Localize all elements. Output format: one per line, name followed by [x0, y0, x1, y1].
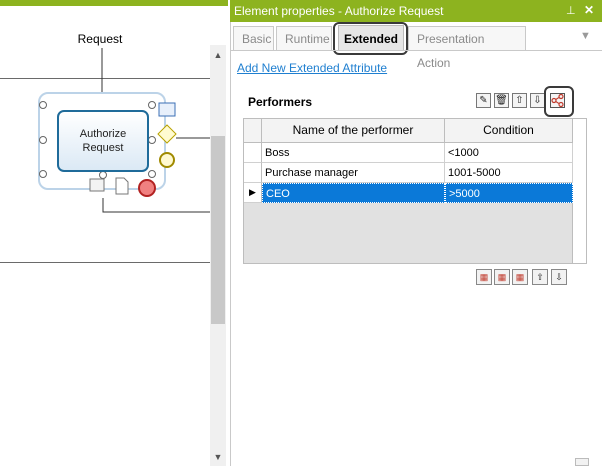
move-up-arrow-icon[interactable]: ⇧ [512, 93, 527, 108]
resize-handle[interactable] [39, 101, 47, 109]
panel-size-grip[interactable] [575, 458, 589, 466]
add-extended-attribute-link[interactable]: Add New Extended Attribute [237, 61, 388, 75]
flow-connectors [97, 48, 210, 213]
scroll-thumb[interactable] [211, 136, 225, 324]
resize-handle[interactable] [39, 170, 47, 178]
resize-handle[interactable] [148, 170, 156, 178]
row-selector-current[interactable]: ▶ [244, 183, 262, 203]
move-down-arrow-icon[interactable]: ⇩ [530, 93, 545, 108]
lane-divider [0, 78, 210, 79]
performer-name-cell-selected[interactable]: CEO [262, 183, 445, 203]
performers-title: Performers [248, 95, 313, 109]
task-authorize-request[interactable]: Authorize Request [57, 110, 149, 172]
performer-condition-cell[interactable]: <1000 [445, 143, 573, 163]
performer-name-cell[interactable]: Purchase manager [262, 163, 445, 183]
add-row-icon[interactable]: ▦ [476, 269, 492, 285]
delete-trash-icon[interactable]: 🗑 [494, 93, 509, 108]
scroll-up-arrow-icon[interactable]: ▲ [213, 50, 223, 60]
column-header-name[interactable]: Name of the performer [262, 119, 445, 143]
row-selector[interactable] [244, 163, 262, 183]
current-row-arrow-icon: ▶ [249, 187, 256, 197]
request-flow-label: Request [77, 32, 123, 46]
insert-row-icon[interactable]: ▦ [494, 269, 510, 285]
share-icon[interactable] [550, 93, 565, 108]
tab-highlight-frame [333, 22, 408, 55]
grid-corner [244, 119, 262, 143]
edit-pencil-icon[interactable]: ✎ [476, 93, 491, 108]
column-header-condition[interactable]: Condition [445, 119, 573, 143]
close-icon[interactable]: ✕ [584, 3, 595, 17]
performer-condition-cell[interactable]: 1001-5000 [445, 163, 573, 183]
tab-strip-divider [230, 50, 602, 51]
tab-basic[interactable]: Basic [233, 26, 274, 50]
pin-icon[interactable]: ⊥ [566, 5, 576, 17]
process-canvas[interactable] [0, 0, 228, 466]
delete-row-icon[interactable]: ▦ [512, 269, 528, 285]
performer-condition-cell-selected[interactable]: >5000 [445, 183, 573, 203]
task-label: Authorize Request [79, 128, 127, 154]
panel-title: Element properties - Authorize Request [230, 0, 602, 22]
tab-extended[interactable]: Extended [338, 25, 404, 51]
tabs-dropdown-icon[interactable]: ▼ [580, 30, 591, 42]
lane-divider [0, 262, 210, 263]
grid-scrollbar[interactable] [573, 118, 587, 264]
resize-handle[interactable] [39, 136, 47, 144]
tab-presentation-action[interactable]: Presentation Action [408, 26, 526, 70]
canvas-header [0, 0, 228, 24]
tab-runtime[interactable]: Runtime [276, 26, 332, 50]
share-button-highlight [544, 86, 574, 117]
resize-handle[interactable] [148, 101, 156, 109]
scroll-down-arrow-icon[interactable]: ▼ [213, 452, 223, 462]
row-down-arrow-icon[interactable]: ⇩ [551, 269, 567, 285]
row-selector[interactable] [244, 143, 262, 163]
performer-name-cell[interactable]: Boss [262, 143, 445, 163]
quick-add-palette [89, 102, 177, 197]
row-up-arrow-icon[interactable]: ⇧ [532, 269, 548, 285]
